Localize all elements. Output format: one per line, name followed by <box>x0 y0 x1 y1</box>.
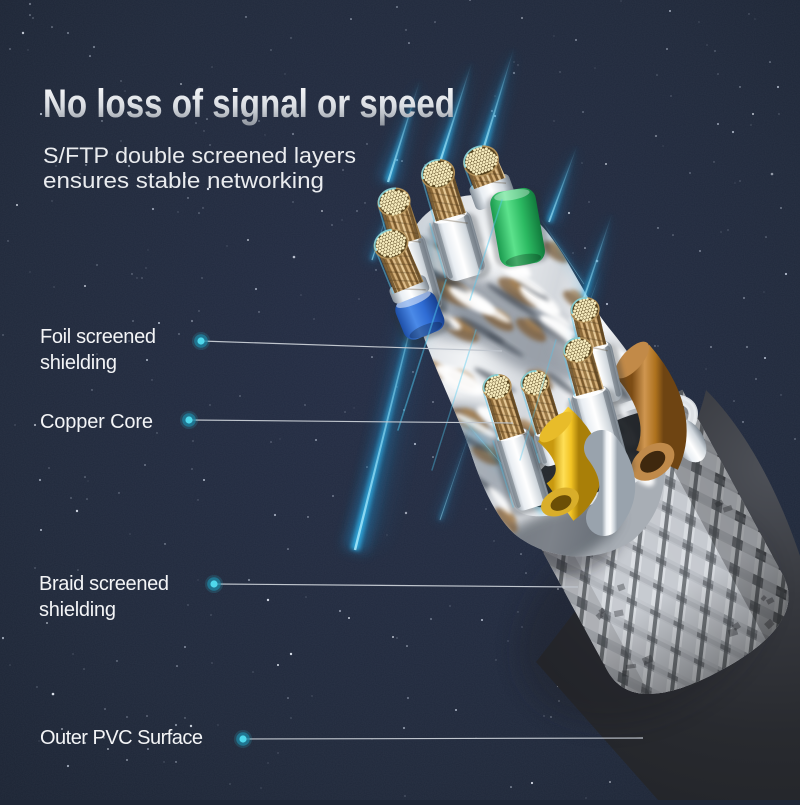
svg-text:S/FTP double screened layers: S/FTP double screened layers <box>43 143 356 168</box>
svg-text:Outer PVC Surface: Outer PVC Surface <box>40 727 203 749</box>
svg-text:shielding: shielding <box>40 352 117 374</box>
svg-text:ensures stable networking: ensures stable networking <box>43 168 324 193</box>
svg-text:Braid screened: Braid screened <box>39 573 169 595</box>
svg-text:Copper Core: Copper Core <box>40 411 153 433</box>
svg-text:No loss of signal or speed: No loss of signal or speed <box>43 82 455 126</box>
svg-text:shielding: shielding <box>39 599 116 621</box>
svg-text:Foil screened: Foil screened <box>40 326 156 348</box>
